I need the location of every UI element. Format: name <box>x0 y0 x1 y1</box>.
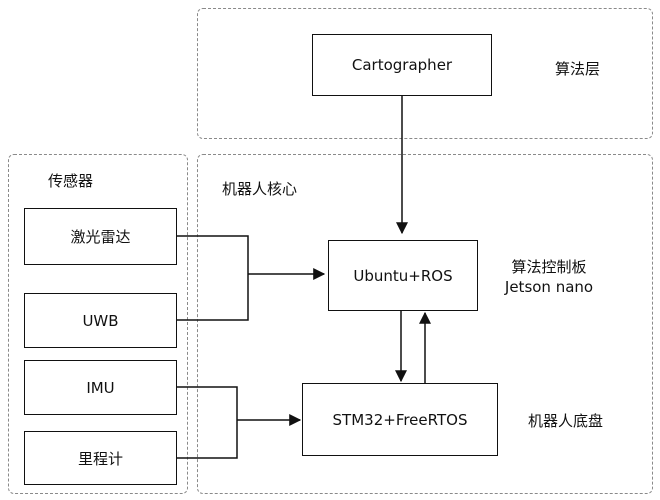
sensors-label: 传感器 <box>48 172 94 190</box>
odometer-box: 里程计 <box>24 431 177 485</box>
control-board-label: 算法控制板 Jetson nano <box>494 257 604 297</box>
lidar-box: 激光雷达 <box>24 208 177 265</box>
imu-box: IMU <box>24 360 177 415</box>
cartographer-box: Cartographer <box>312 34 492 96</box>
algorithm-layer-region <box>197 8 653 139</box>
stm32-box: STM32+FreeRTOS <box>302 383 498 456</box>
chassis-label: 机器人底盘 <box>528 412 604 430</box>
uwb-box: UWB <box>24 293 177 348</box>
sensors-region <box>8 154 188 494</box>
robot-core-label: 机器人核心 <box>222 180 298 198</box>
robot-core-region <box>197 154 653 494</box>
control-board-label-line2: Jetson nano <box>504 278 594 296</box>
algorithm-layer-label: 算法层 <box>555 60 601 78</box>
ubuntu-ros-box: Ubuntu+ROS <box>328 240 478 311</box>
control-board-label-line1: 算法控制板 <box>511 258 587 276</box>
